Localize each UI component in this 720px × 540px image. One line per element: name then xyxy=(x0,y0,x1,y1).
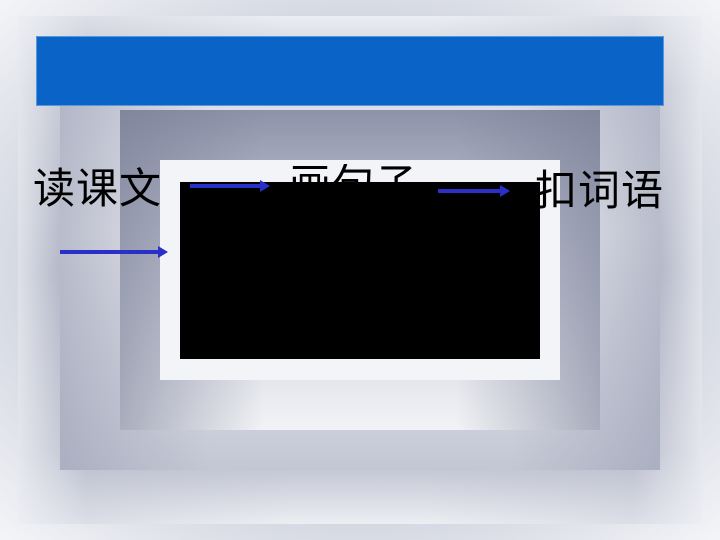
video-placeholder[interactable] xyxy=(180,182,540,359)
arrow-right-icon xyxy=(60,246,168,258)
title-bar xyxy=(36,36,664,106)
step-read-text: 读课文 xyxy=(33,164,163,213)
step-focus-words: 扣词语 xyxy=(535,166,665,215)
arrow-right-icon xyxy=(438,185,510,197)
step-draw-sentences: 画句子 xyxy=(289,164,418,184)
arrow-right-icon xyxy=(190,180,270,192)
